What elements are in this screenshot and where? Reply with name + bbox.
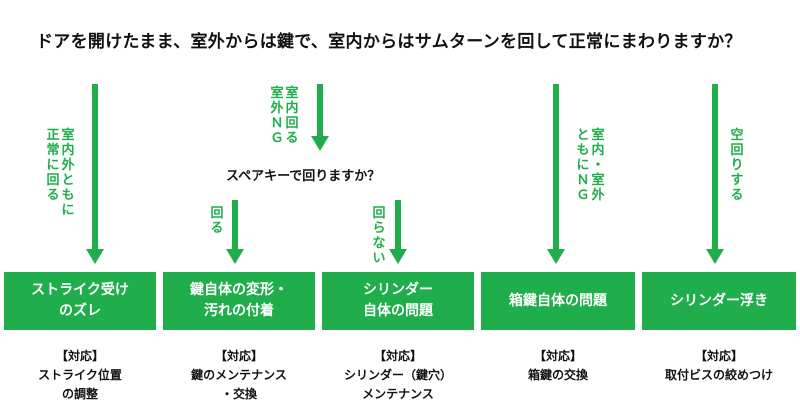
label-sub-yes-col-1: 回る <box>210 206 224 236</box>
response-5: 【対応】 取付ビスの絞めつけ <box>642 347 796 385</box>
label-sub-no-col-1: 回らない <box>372 206 386 266</box>
label-branch-1-col-2: 正常に回る <box>46 128 60 203</box>
main-question: ドアを開けたまま、室外からは鍵で、室内からはサムターンを回して正常にまわりますか… <box>36 32 742 52</box>
label-branch-1: 室内外ともに正常に回る <box>46 128 75 218</box>
cause-box-5-line1: シリンダー浮き <box>670 292 768 309</box>
label-branch-4-col-1: 空回りする <box>730 128 744 203</box>
cause-box-1: ストライク受けのズレ <box>4 272 156 330</box>
cause-box-2-line2: 汚れの付着 <box>204 303 274 319</box>
response-1-header: 【対応】 <box>55 349 104 363</box>
label-sub-yes: 回る <box>210 206 224 236</box>
label-branch-1-col-1: 室内外ともに <box>61 128 75 218</box>
label-branch-4: 空回りする <box>730 128 744 203</box>
response-2-header: 【対応】 <box>214 349 263 363</box>
response-5-line1: 取付ビスの絞めつけ <box>664 368 773 382</box>
response-1: 【対応】 ストライク位置 の調整 <box>4 347 156 404</box>
label-sub-no: 回らない <box>372 206 386 266</box>
response-5-header: 【対応】 <box>694 349 743 363</box>
response-3-line2: メンテナンス <box>362 387 434 401</box>
cause-box-2-line1: 鍵自体の変形・ <box>190 282 288 298</box>
response-4-header: 【対応】 <box>533 349 582 363</box>
response-3-header: 【対応】 <box>373 349 422 363</box>
response-2-line1: 鍵のメンテナンス <box>191 368 287 382</box>
label-branch-2-col-1: 室内回る <box>285 86 299 146</box>
response-4: 【対応】 箱鍵の交換 <box>481 347 635 385</box>
cause-box-1-line1: ストライク受け <box>31 282 129 298</box>
response-1-line1: ストライク位置 <box>38 368 122 382</box>
cause-box-3-line1: シリンダー <box>363 282 433 298</box>
sub-question: スペアキーで回りますか？ <box>226 169 381 184</box>
response-4-line1: 箱鍵の交換 <box>527 368 588 382</box>
cause-box-1-line2: のズレ <box>58 303 101 319</box>
cause-box-5: シリンダー浮き <box>642 272 796 330</box>
cause-box-3: シリンダー自体の問題 <box>322 272 474 330</box>
response-3: 【対応】 シリンダー（鍵穴） メンテナンス <box>322 347 474 404</box>
response-3-line1: シリンダー（鍵穴） <box>343 368 452 382</box>
response-2: 【対応】 鍵のメンテナンス ・交換 <box>163 347 315 404</box>
cause-box-3-line2: 自体の問題 <box>363 303 433 319</box>
response-1-line2: の調整 <box>61 387 98 401</box>
cause-box-4: 箱鍵自体の問題 <box>481 272 635 330</box>
response-2-line2: ・交換 <box>220 387 257 401</box>
label-branch-3-col-1: 室内・室外 <box>591 128 605 203</box>
cause-box-2: 鍵自体の変形・汚れの付着 <box>163 272 315 330</box>
cause-box-4-line1: 箱鍵自体の問題 <box>509 292 607 309</box>
